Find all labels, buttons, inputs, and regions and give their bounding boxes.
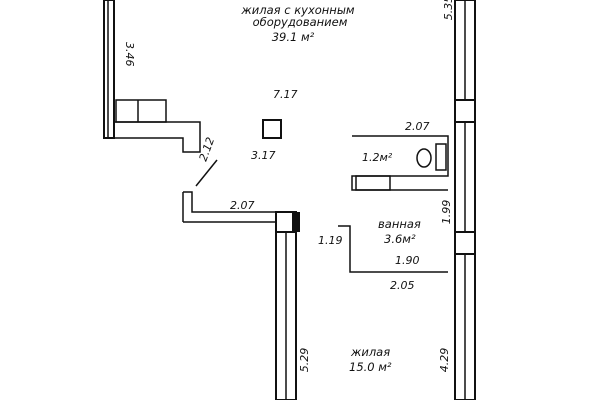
corridor-wall bbox=[182, 191, 300, 233]
bedroom-left-wall bbox=[275, 231, 297, 400]
living-kitchen-area: 39.1 м² bbox=[272, 30, 315, 44]
dim-bath-depth: 1.19 bbox=[318, 234, 343, 247]
toilet-bowl-icon bbox=[416, 148, 432, 168]
toilet-cabin bbox=[351, 135, 449, 191]
dim-bath-inner-width: 1.90 bbox=[395, 254, 420, 267]
dim-bath-outer-width: 2.05 bbox=[390, 279, 415, 292]
central-column bbox=[262, 119, 282, 139]
dim-bedroom-left: 5.29 bbox=[298, 348, 311, 373]
room-label-living-kitchen: жилая с кухонным оборудованием 39.1 м² bbox=[240, 3, 354, 44]
kitchen-equipment-left bbox=[114, 99, 201, 153]
diagonal-wall bbox=[195, 159, 218, 187]
left-outer-wall bbox=[103, 0, 115, 139]
bedroom-name: жилая bbox=[350, 345, 390, 359]
right-outer-wall bbox=[454, 0, 476, 400]
living-kitchen-line2: оборудованием bbox=[253, 15, 348, 29]
living-kitchen-line1: жилая с кухонным bbox=[240, 3, 354, 17]
bathroom-area: 3.6м² bbox=[384, 232, 416, 246]
dim-bedroom-right: 4.29 bbox=[438, 348, 451, 373]
bathroom-wall bbox=[338, 225, 448, 273]
bedroom-area: 15.0 м² bbox=[349, 360, 392, 374]
dim-right-wall-top: 5.35 bbox=[442, 0, 455, 20]
dim-room-width: 7.17 bbox=[273, 88, 298, 101]
dim-left-wall-top: 3.46 bbox=[123, 42, 136, 67]
bathroom-name: ванная bbox=[378, 217, 421, 231]
dim-bath-height: 1.99 bbox=[440, 200, 453, 225]
dim-corridor-width: 2.07 bbox=[230, 199, 255, 212]
dim-toilet-width: 2.07 bbox=[405, 120, 430, 133]
dim-column-offset: 3.17 bbox=[251, 149, 276, 162]
toilet-area: 1.2м² bbox=[362, 151, 393, 164]
